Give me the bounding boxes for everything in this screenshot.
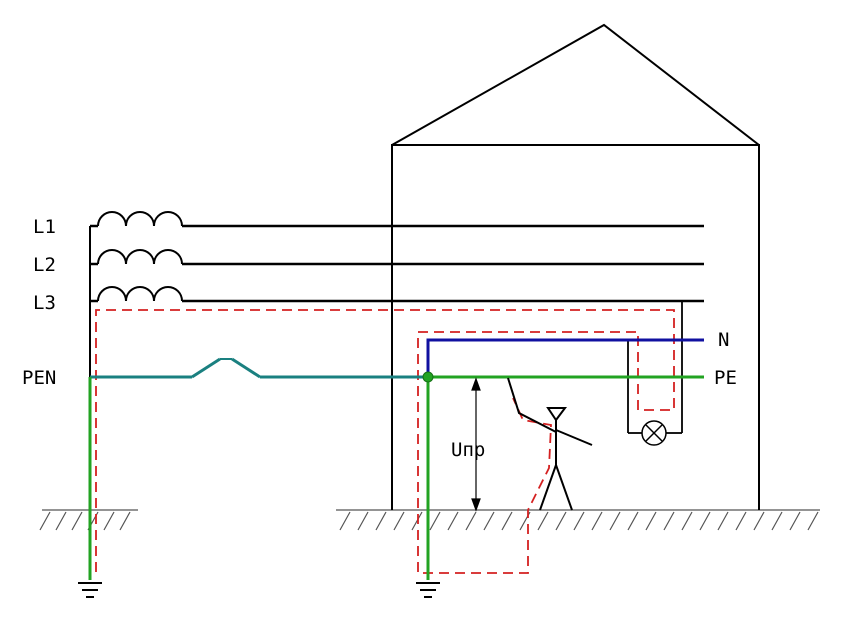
label-n: N	[718, 329, 729, 351]
label-l1: L1	[33, 216, 56, 238]
ground-icon-house	[416, 582, 440, 598]
label-pen: PEN	[22, 367, 56, 389]
fault-current-path	[95, 309, 675, 574]
ground-icon	[78, 582, 102, 598]
junction-icon	[422, 371, 434, 383]
person-icon	[507, 377, 593, 511]
phase-conductors	[90, 224, 704, 303]
pen-conductor	[90, 357, 428, 379]
neutral-conductor	[426, 338, 704, 377]
pe-conductor	[88, 375, 704, 580]
label-l3: L3	[33, 292, 56, 314]
ground-right	[336, 509, 820, 531]
lamp-icon	[641, 420, 667, 446]
house-outline	[391, 23, 760, 510]
label-l2: L2	[33, 254, 56, 276]
lamp-circuit	[627, 301, 683, 434]
label-pe: PE	[714, 367, 737, 389]
coil-icon	[97, 211, 183, 302]
label-touch-voltage: Uпр	[451, 439, 485, 461]
touch-voltage-arrow	[471, 377, 481, 512]
